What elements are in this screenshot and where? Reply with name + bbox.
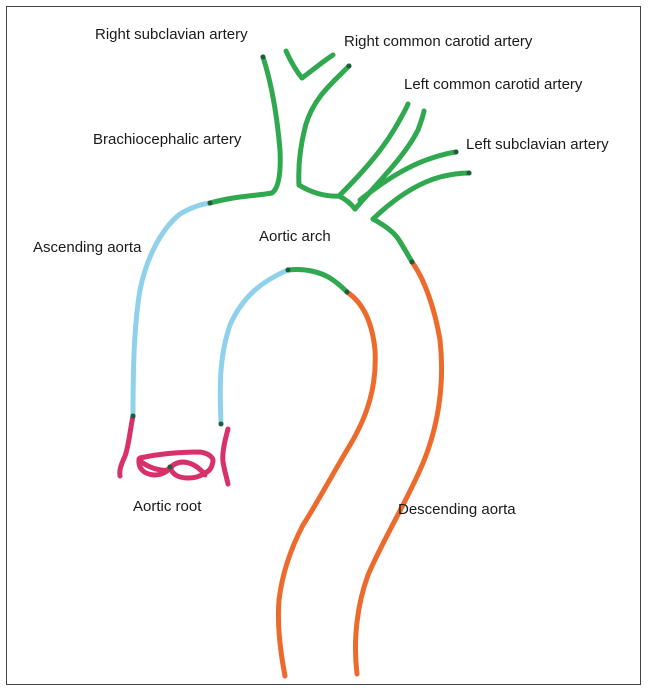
right-common-carotid-artery — [302, 55, 333, 78]
root-junction-dot — [219, 422, 224, 427]
label-right-common-carotid-artery: Right common carotid artery — [344, 33, 532, 50]
ascending-aorta-outer-wall — [133, 203, 210, 416]
label-right-subclavian-artery: Right subclavian artery — [95, 26, 248, 43]
junction-dot — [347, 64, 352, 69]
junction-dot — [467, 171, 472, 176]
label-brachiocephalic-artery: Brachiocephalic artery — [93, 131, 241, 148]
aortic-arch-outer-wall — [210, 57, 280, 203]
descending-aorta-inner-wall — [278, 292, 375, 676]
label-aortic-arch: Aortic arch — [259, 228, 331, 245]
arch-distal-outer-wall — [373, 219, 412, 262]
root-junction-dot — [168, 465, 173, 470]
junction-dot — [345, 290, 350, 295]
label-left-subclavian-artery: Left subclavian artery — [466, 136, 609, 153]
right-common-carotid-lower-wall — [299, 66, 349, 185]
aortic-valve-cusps-top — [140, 452, 213, 460]
aortic-root-left-wall — [120, 416, 133, 476]
aortic-root-right-wall — [223, 429, 228, 484]
aortic-valve-cusp-right — [204, 461, 213, 473]
label-aortic-root: Aortic root — [133, 498, 201, 515]
ascending-aorta-inner-wall — [220, 270, 288, 424]
junction-dot — [410, 260, 415, 265]
label-left-common-carotid-artery: Left common carotid artery — [404, 76, 582, 93]
arch-inner-wall — [288, 269, 347, 292]
label-descending-aorta: Descending aorta — [398, 501, 516, 518]
junction-dot — [208, 201, 213, 206]
left-common-carotid-artery-1 — [339, 104, 408, 196]
junction-dot — [261, 55, 266, 60]
root-junction-dot — [131, 414, 136, 419]
right-subclavian-inner — [286, 51, 302, 78]
label-ascending-aorta: Ascending aorta — [33, 239, 141, 256]
junction-dot — [454, 150, 459, 155]
junction-dot — [286, 268, 291, 273]
